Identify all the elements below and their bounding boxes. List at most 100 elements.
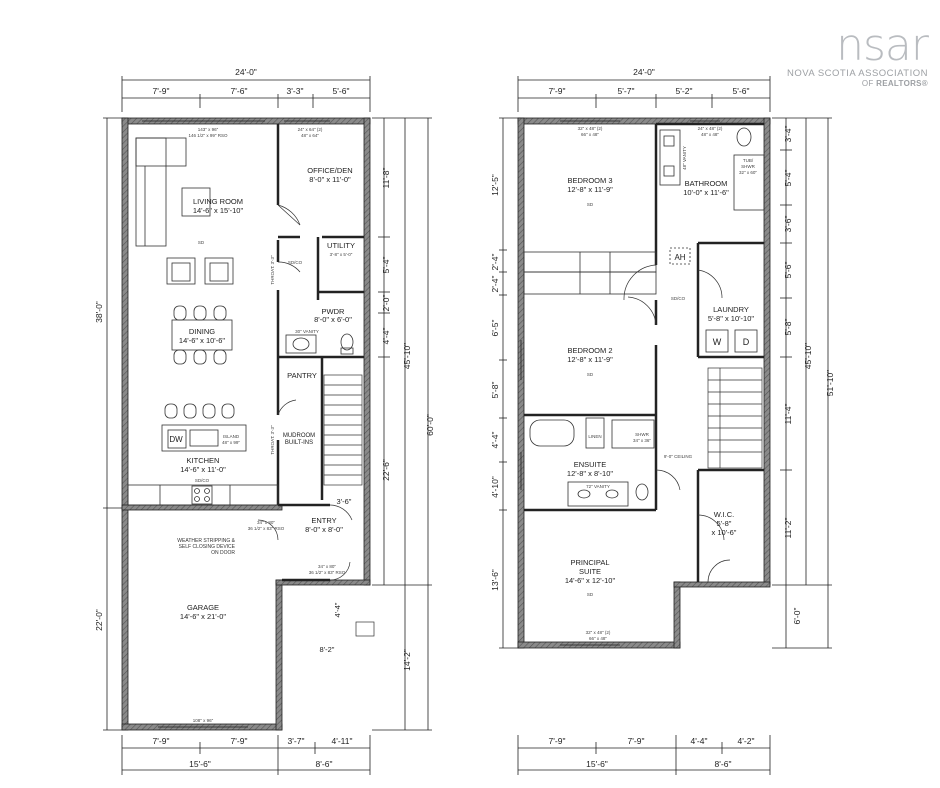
kitchen-sdco: SD/CO	[195, 478, 210, 483]
wic-size2: x 10'-6"	[712, 528, 737, 537]
main-right-dim-2: 5'-4"	[381, 257, 391, 274]
laundry-size: 5'-8" x 10'-10"	[708, 314, 754, 323]
step-dim-8: 8'-2"	[320, 645, 335, 654]
principal-name: PRINCIPAL	[570, 558, 609, 567]
bed3-size: 12'-8" x 11'-9"	[567, 185, 613, 194]
upper-overall-width: 24'-0"	[633, 67, 655, 77]
living-window-label: 143" x 96"	[198, 127, 219, 132]
tub-label: TUB/	[743, 158, 754, 163]
island-label: ISLAND	[223, 434, 240, 439]
shower-size: 34" x 36"	[633, 438, 651, 443]
upper-windows	[520, 120, 720, 646]
upper-right-outer-2: 51'-10"	[825, 370, 835, 396]
main-overall-width: 24'-0"	[235, 67, 257, 77]
upper-right-dim-6: 11'-4"	[783, 403, 793, 424]
principal-name2: SUITE	[579, 567, 601, 576]
upper-sdco: SD/CO	[671, 296, 686, 301]
upper-floor-interior-walls	[524, 122, 764, 582]
throat-label-2: THROAT: 3'-3"	[270, 425, 275, 455]
principal-window: 32" x 48" (2)	[586, 630, 611, 635]
upper-bottom-total-1: 15'-6"	[586, 759, 608, 769]
main-bottom-dim-4: 4'-11"	[331, 736, 352, 746]
upper-top-dim-3: 5'-2"	[676, 86, 693, 96]
garage-door-label: 34" x 80"	[257, 520, 275, 525]
dining-name: DINING	[189, 327, 215, 336]
bedroom-closets	[523, 251, 657, 295]
main-top-dim-1: 7'-9"	[153, 86, 170, 96]
upper-left-dim-6: 4'-4"	[490, 432, 500, 449]
upper-left-dim-7: 4'-10"	[490, 476, 500, 498]
main-bottom-dim-3: 3'-7"	[288, 736, 305, 746]
powder-fixtures	[285, 333, 354, 355]
upper-right-dim-1: 3'-4"	[783, 126, 793, 143]
laundry-name: LAUNDRY	[713, 305, 749, 314]
upper-top-dim-4: 5'-6"	[733, 86, 750, 96]
bath-window-size: 48" x 48"	[701, 132, 719, 137]
main-right-dim-7: 14'-2"	[402, 649, 412, 671]
nsar-logo: nsar NOVA SCOTIA ASSOCIATION OF REALTORS…	[768, 24, 929, 89]
office-window-label: 24" x 64" (2)	[298, 127, 323, 132]
sofa	[135, 137, 211, 247]
bed3-name: BEDROOM 3	[567, 176, 612, 185]
main-doors	[257, 204, 375, 637]
upper-right-dim-7: 11'-2"	[783, 517, 793, 538]
upper-floor-walls	[517, 117, 771, 649]
main-bottom-dim-2: 7'-9"	[231, 736, 248, 746]
upper-left-dim-2: 2'-4"	[490, 254, 500, 271]
main-floor-text: 24'-0" 7'-9" 7'-6" 3'-3" 5'-6" 7'-9" 7'-…	[94, 67, 435, 769]
vanity-48: 48" VANITY	[682, 146, 687, 170]
dryer-label: D	[743, 337, 750, 347]
bed2-name: BEDROOM 2	[567, 346, 612, 355]
main-right-outer-1: 45'-10"	[402, 343, 412, 369]
weather-note-1: WEATHER STRIPPING &	[177, 538, 235, 544]
dining-size: 14'-6" x 10'-6"	[179, 336, 225, 345]
tub-size: 32" x 60"	[739, 170, 757, 175]
main-top-dim-2: 7'-6"	[231, 86, 248, 96]
vanity-72: 72" VANITY	[586, 484, 610, 489]
bathroom-fixtures	[659, 127, 765, 353]
upper-top-dim-2: 5'-7"	[618, 86, 635, 96]
throat-label-1: THROAT: 3'-3"	[270, 255, 275, 285]
upper-bottom-dim-3: 4'-4"	[691, 736, 708, 746]
weather-note-2: SELF CLOSING DEVICE	[179, 544, 236, 550]
entry-door-rso: 36 1/2" x 83" RSO	[309, 570, 346, 575]
wic-name: W.I.C.	[714, 510, 734, 519]
upper-left-dim-5: 5'-8"	[490, 382, 500, 399]
dining-table	[171, 305, 233, 365]
main-bottom-dim-1: 7'-9"	[153, 736, 170, 746]
ensuite-name: ENSUITE	[574, 460, 607, 469]
main-left-dim-1: 38'-0"	[94, 301, 104, 323]
bath-name: BATHROOM	[685, 179, 728, 188]
upper-top-dim-1: 7'-9"	[549, 86, 566, 96]
main-right-dim-4: 4'-4"	[381, 328, 391, 345]
mudroom-builtins: BUILT-INS	[285, 440, 313, 446]
mudroom-name: MUDROOM	[283, 433, 315, 439]
upper-bottom-dim-2: 7'-9"	[628, 736, 645, 746]
bath-size: 10'-0" x 11'-6"	[683, 188, 729, 197]
armchairs	[166, 257, 234, 285]
ensuite-fixtures	[529, 417, 655, 507]
upper-left-dim-8: 13'-6"	[490, 569, 500, 591]
kitchen-name: KITCHEN	[187, 456, 220, 465]
office-size: 8'-0" x 11'-0"	[309, 175, 351, 184]
entry-name: ENTRY	[311, 516, 336, 525]
dishwasher-label: DW	[169, 435, 183, 444]
kitchen-size: 14'-6" x 11'-0"	[180, 465, 226, 474]
logo-line-1: NOVA SCOTIA ASSOCIATION	[786, 68, 928, 79]
garage-overhead-door: 108" x 96"	[193, 718, 214, 723]
main-sdco: SD/CO	[288, 260, 303, 265]
main-windows	[142, 120, 330, 728]
upper-doors	[623, 264, 731, 583]
garage-size: 14'-6" x 21'-0"	[180, 612, 226, 621]
bed2-sd: SD	[587, 372, 594, 377]
upper-floor-text: 24'-0" 7'-9" 5'-7" 5'-2" 5'-6" 7'-9" 7'-…	[490, 67, 835, 769]
tub-label-2: SHWR	[741, 164, 755, 169]
bed3-sd: SD	[587, 202, 594, 207]
main-top-dim-3: 3'-3"	[287, 86, 304, 96]
bath-window: 24" x 48" (2)	[698, 126, 723, 131]
main-bottom-total-2: 8'-6"	[316, 759, 333, 769]
ceiling-label: 9'-0" CEILING	[664, 454, 693, 459]
utility-size: 3'-8" x 5'-0"	[330, 252, 353, 257]
pantry-name: PANTRY	[287, 371, 317, 380]
